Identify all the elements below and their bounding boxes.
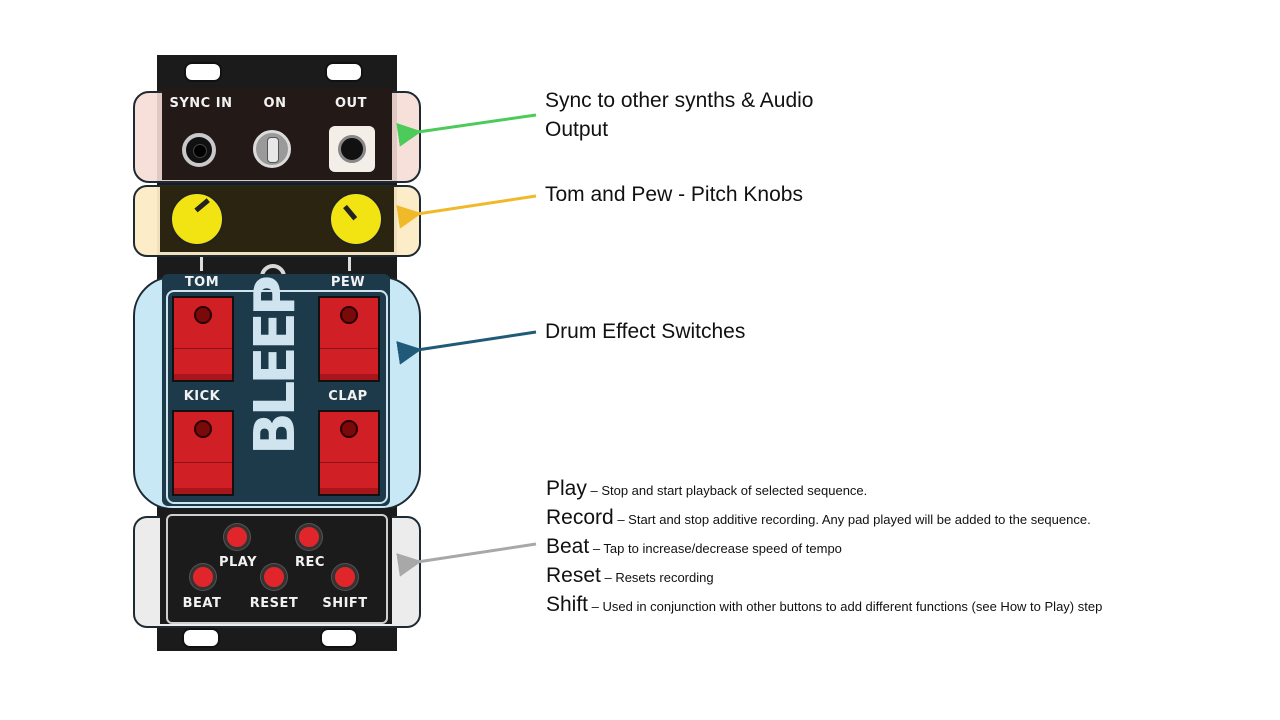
clap-label: CLAP (328, 389, 368, 404)
rec-button[interactable] (296, 524, 322, 550)
description-term: Play (546, 477, 587, 500)
toggle-lever-icon (267, 137, 279, 163)
pew-pad[interactable] (318, 296, 380, 382)
play-button[interactable] (224, 524, 250, 550)
sync-arrow (396, 113, 537, 147)
shift-description: Shift – Used in conjunction with other b… (546, 593, 1102, 617)
pad-led-icon (340, 420, 358, 438)
rec-label: REC (295, 555, 325, 570)
knob-arrow (396, 194, 537, 229)
kick-label: KICK (183, 389, 221, 404)
jack-hole-icon (338, 135, 366, 163)
description-term: Shift (546, 593, 589, 616)
sync-callout-line2: Output (545, 118, 609, 141)
description-text: – Used in conjunction with other buttons… (588, 599, 1103, 614)
play-description: Play – Stop and start playback of select… (546, 477, 867, 501)
shift-label: SHIFT (322, 596, 368, 611)
pad-frame (166, 290, 388, 504)
switch-arrow (396, 330, 537, 365)
sync-in-jack[interactable] (182, 133, 216, 167)
button-frame (166, 514, 388, 624)
kick-pad[interactable] (172, 410, 234, 496)
record-description: Record – Start and stop additive recordi… (546, 506, 1091, 530)
mount-hole-bottom-left (182, 628, 220, 648)
description-text: – Stop and start playback of selected se… (586, 483, 868, 498)
play-label: PLAY (218, 555, 258, 570)
out-label: OUT (335, 96, 367, 111)
mount-hole-bottom-right (320, 628, 358, 648)
mount-hole-top-left (184, 62, 222, 82)
beat-label: BEAT (182, 596, 222, 611)
mount-hole-top-right (325, 62, 363, 82)
jack-hole-icon (193, 144, 207, 158)
on-label: ON (263, 96, 287, 111)
description-text: – Start and stop additive recording. Any… (613, 512, 1091, 527)
pew-indicator-tick (348, 257, 351, 271)
tom-indicator-tick (200, 257, 203, 271)
switch-callout: Drum Effect Switches (545, 320, 746, 343)
beat-description: Beat – Tap to increase/decrease speed of… (546, 535, 842, 559)
shift-button[interactable] (332, 564, 358, 590)
pew-label: PEW (330, 275, 366, 290)
beat-button[interactable] (190, 564, 216, 590)
reset-label: RESET (249, 596, 299, 611)
description-text: – Resets recording (600, 570, 714, 585)
tom-pitch-knob[interactable] (170, 192, 224, 246)
clap-pad[interactable] (318, 410, 380, 496)
sync-callout-line1: Sync to other synths & Audio (545, 89, 814, 112)
pad-led-icon (194, 306, 212, 324)
tom-pad[interactable] (172, 296, 234, 382)
description-text: – Tap to increase/decrease speed of temp… (589, 541, 842, 556)
button-arrow (396, 542, 537, 577)
sync-in-label: SYNC IN (169, 96, 233, 111)
audio-out-jack[interactable] (329, 126, 375, 172)
description-term: Beat (546, 535, 590, 558)
knob-callout: Tom and Pew - Pitch Knobs (545, 183, 803, 206)
pad-led-icon (194, 420, 212, 438)
reset-button[interactable] (261, 564, 287, 590)
power-toggle-switch[interactable] (253, 130, 291, 168)
description-term: Record (546, 506, 614, 529)
tom-label: TOM (184, 275, 220, 290)
pad-led-icon (340, 306, 358, 324)
description-term: Reset (546, 564, 601, 587)
pew-pitch-knob[interactable] (329, 192, 383, 246)
reset-description: Reset – Resets recording (546, 564, 714, 588)
